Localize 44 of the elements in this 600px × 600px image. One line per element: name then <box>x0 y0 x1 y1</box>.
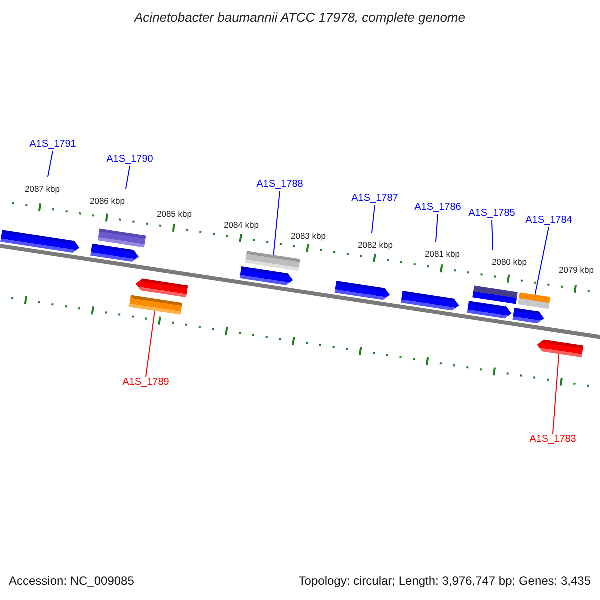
leader-line <box>552 354 560 434</box>
leader-line <box>534 226 550 296</box>
gene-block <box>0 230 80 253</box>
footer-text: Topology: circular; Length: 3,976,747 bp; Genes: 3,435 <box>298 574 591 588</box>
gene-label: A1S_1789 <box>122 377 170 389</box>
gene-block <box>240 266 294 286</box>
gene-bar <box>245 251 300 272</box>
scale-label: 2085 kbp <box>157 209 192 220</box>
scale-label: 2081 kbp <box>425 249 460 260</box>
scale-label: 2082 kbp <box>358 240 393 250</box>
gene-label: A1S_1785 <box>468 208 516 220</box>
footer-text: Accession: NC_009085 <box>9 574 134 588</box>
leader-line <box>436 214 438 242</box>
leader-line <box>273 190 280 256</box>
gene-label: A1S_1791 <box>30 139 76 151</box>
gene-label: A1S_1783 <box>530 434 576 446</box>
gene-block <box>136 278 188 298</box>
gene-label: A1S_1788 <box>256 179 304 191</box>
gene-label: A1S_1787 <box>352 193 398 205</box>
gene-block <box>401 291 460 311</box>
scale-label: 2080 kbp <box>492 257 527 268</box>
leader-line <box>48 150 54 178</box>
scale-label: 2086 kbp <box>90 196 125 206</box>
gene-bar <box>98 228 146 248</box>
scale-label: 2079 kbp <box>559 265 594 276</box>
gene-label: A1S_1786 <box>414 202 462 214</box>
map-title: Acinetobacter baumannii ATCC 17978, complete genome <box>134 10 466 26</box>
leader-line <box>126 166 130 190</box>
gene-block <box>467 301 512 319</box>
gene-label: A1S_1790 <box>106 154 154 166</box>
gene-bar <box>518 292 551 310</box>
leader-line <box>146 310 156 378</box>
leader-line <box>492 220 494 250</box>
scale-label: 2087 kbp <box>25 184 60 194</box>
gene-block <box>334 280 390 300</box>
scale-label: 2083 kbp <box>291 231 326 242</box>
gene-block <box>90 244 139 262</box>
gene-block <box>512 308 544 324</box>
scale-label: 2084 kbp <box>224 220 259 230</box>
gene-block <box>537 340 584 358</box>
gene-bar <box>472 286 518 304</box>
gene-bar <box>129 295 182 315</box>
gene-label: A1S_1784 <box>526 215 572 227</box>
leader-line <box>372 204 376 234</box>
